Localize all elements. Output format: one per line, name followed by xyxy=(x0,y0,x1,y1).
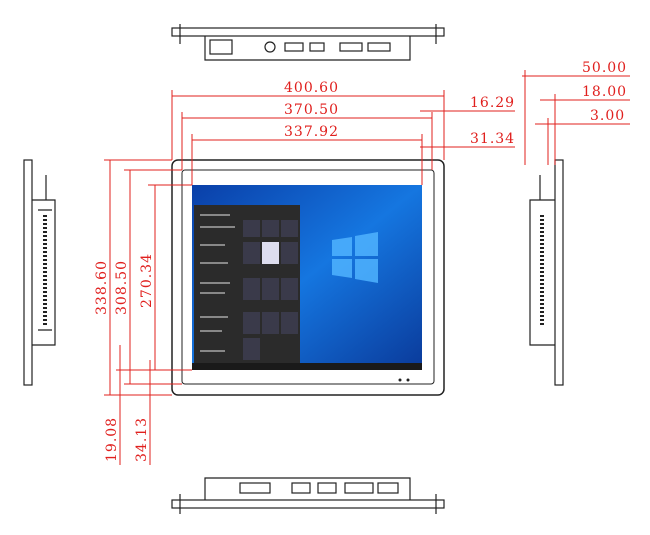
dim-bezel-thickness: 3.00 xyxy=(590,108,625,124)
dim-active-area-height: 270.34 xyxy=(139,253,155,308)
windows-logo-icon xyxy=(332,232,378,283)
dim-bezel-inner-width: 370.50 xyxy=(284,102,339,118)
dim-active-area-width: 337.92 xyxy=(284,124,339,140)
right-side-view xyxy=(529,159,564,386)
taskbar xyxy=(192,363,422,370)
front-view xyxy=(171,159,445,396)
dim-side-offset-1: 16.29 xyxy=(470,95,515,111)
dim-depth-body: 18.00 xyxy=(582,84,627,100)
left-side-view xyxy=(23,159,56,386)
start-tiles xyxy=(243,220,298,360)
dim-overall-height: 338.60 xyxy=(94,260,110,315)
dim-depth-total: 50.00 xyxy=(582,60,627,76)
bottom-view xyxy=(171,477,445,514)
dim-bezel-inner-height: 308.50 xyxy=(114,260,130,315)
dim-bottom-offset-2: 34.13 xyxy=(134,417,150,462)
dim-bottom-offset-1: 19.08 xyxy=(104,417,120,462)
top-view xyxy=(171,24,445,61)
dim-overall-width: 400.60 xyxy=(284,80,339,96)
start-menu-list xyxy=(200,214,235,352)
dimension-lines xyxy=(104,70,630,465)
dimension-labels: 400.60 370.50 337.92 16.29 31.34 50.00 1… xyxy=(94,60,627,462)
dim-side-offset-2: 31.34 xyxy=(470,131,515,147)
